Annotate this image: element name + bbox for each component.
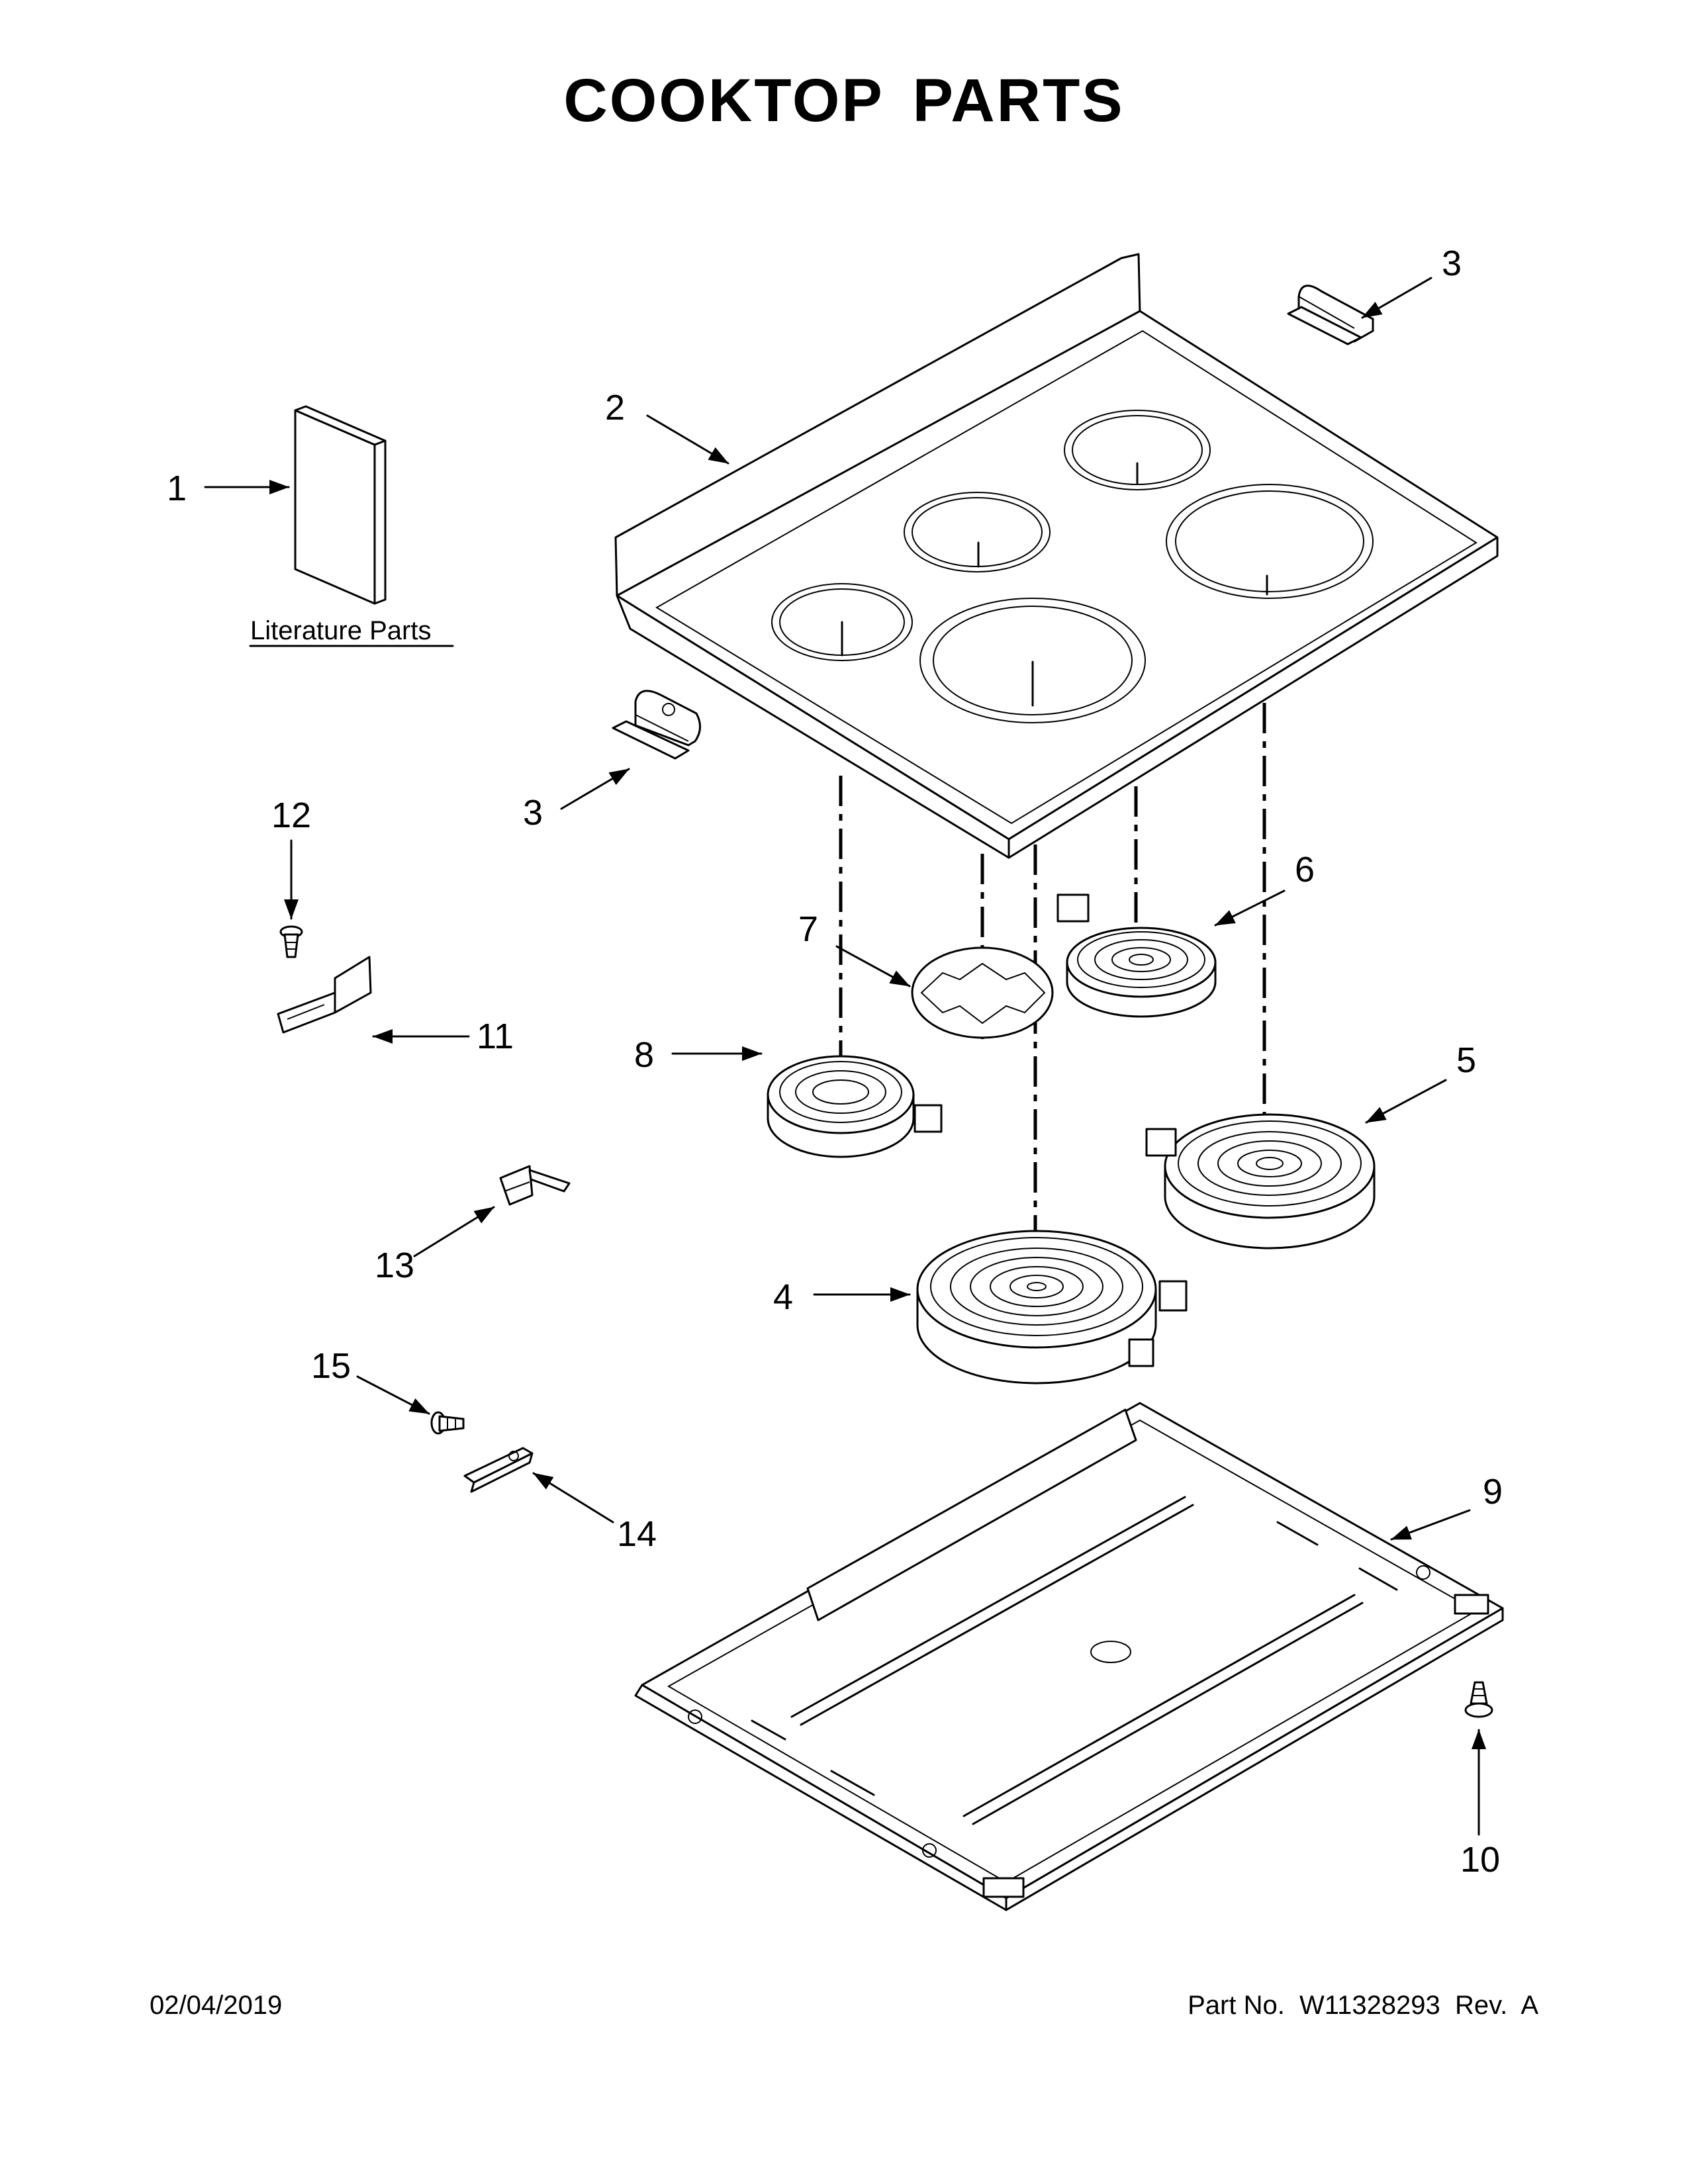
leader-6	[1214, 889, 1286, 927]
callout-12: 12	[271, 796, 311, 835]
callout-10: 10	[1460, 1840, 1500, 1880]
literature-parts-label: Literature Parts	[250, 616, 431, 645]
callout-14: 14	[617, 1514, 657, 1554]
plate-7	[911, 946, 1054, 1039]
literature-booklet	[294, 405, 387, 605]
leader-9	[1390, 1509, 1471, 1541]
callout-4: 4	[773, 1277, 793, 1317]
screw-10	[1464, 1681, 1493, 1718]
callout-3-bottom: 3	[523, 793, 543, 833]
leader-14	[532, 1472, 614, 1524]
element-6	[1056, 893, 1217, 1018]
leader-5	[1365, 1079, 1447, 1124]
callout-13: 13	[375, 1246, 414, 1285]
alignment-lines	[839, 703, 1266, 1281]
callout-11: 11	[477, 1017, 514, 1056]
leader-2	[646, 414, 729, 465]
leader-7	[835, 945, 911, 987]
callout-7: 7	[798, 909, 818, 949]
footer-part-number: Part No. W11328293 Rev. A	[1188, 1991, 1538, 2020]
bracket-right	[1287, 285, 1374, 345]
callout-9: 9	[1483, 1472, 1503, 1512]
callout-6: 6	[1295, 850, 1315, 889]
callout-2: 2	[605, 388, 625, 428]
bracket-11	[277, 956, 372, 1034]
callout-1: 1	[167, 469, 187, 508]
clip-14	[463, 1447, 534, 1493]
element-4	[916, 1230, 1188, 1385]
leader-15	[356, 1375, 430, 1415]
leader-3-top	[1361, 277, 1432, 319]
cooktop-glass	[614, 253, 1499, 859]
leader-3-bottom	[560, 768, 630, 810]
element-8	[767, 1055, 943, 1158]
leader-13	[413, 1206, 495, 1257]
screw-15	[430, 1411, 465, 1435]
footer-date: 02/04/2019	[150, 1991, 283, 2020]
callout-3-top: 3	[1442, 244, 1462, 283]
page-title: COOKTOP PARTS	[563, 67, 1125, 134]
bracket-left	[612, 690, 701, 760]
element-5	[1145, 1113, 1376, 1250]
callout-5: 5	[1456, 1040, 1476, 1080]
support-pan-9	[634, 1402, 1504, 1911]
screw-12	[279, 925, 303, 958]
callout-15: 15	[311, 1346, 351, 1386]
clip-13	[499, 1165, 571, 1206]
callout-8: 8	[634, 1035, 654, 1075]
